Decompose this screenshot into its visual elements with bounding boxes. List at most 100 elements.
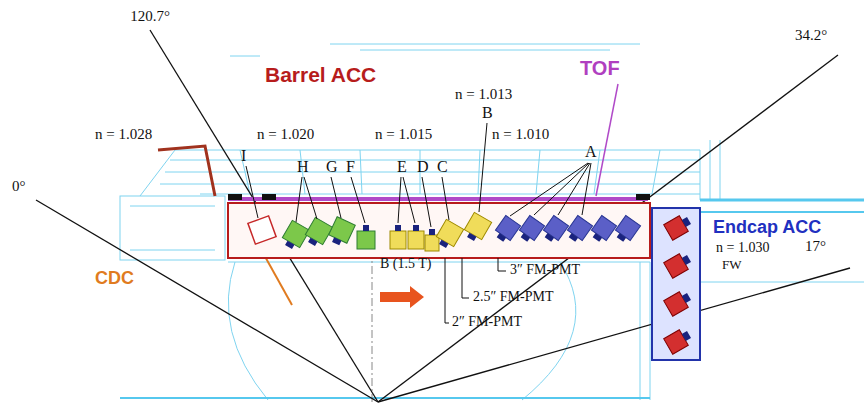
subsystem-title: Endcap ACC xyxy=(713,217,821,238)
subsystem-title: CDC xyxy=(95,268,134,289)
acc-module xyxy=(248,216,276,244)
detector-outline xyxy=(230,56,260,57)
acc-module xyxy=(545,233,554,242)
refractive-index: n = 1.013 xyxy=(455,86,512,103)
endcap-module xyxy=(682,293,691,303)
acc-module xyxy=(521,233,530,242)
subsystem-title: Barrel ACC xyxy=(265,63,376,87)
acc-module xyxy=(569,233,578,242)
module-letter: E xyxy=(397,158,407,176)
endcap-module xyxy=(682,217,691,227)
endcap-module xyxy=(682,331,691,341)
acc-module xyxy=(497,233,506,242)
acc-module xyxy=(303,217,333,249)
module-letter: F xyxy=(346,158,355,176)
tof-leader xyxy=(596,84,618,196)
support-pad xyxy=(262,194,276,200)
angle-line xyxy=(378,55,838,402)
acc-module xyxy=(285,241,294,249)
module-letter: H xyxy=(297,158,309,176)
acc-module xyxy=(357,231,375,249)
refractive-index: n = 1.020 xyxy=(257,126,314,143)
acc-module xyxy=(308,238,317,246)
acc-module xyxy=(517,215,545,244)
angle-label: 0° xyxy=(12,178,26,195)
detector-outline xyxy=(140,140,720,200)
leader-line xyxy=(442,177,449,220)
field-label: B (1.5 T) xyxy=(380,256,431,272)
refractive-index: n = 1.030 xyxy=(716,240,769,256)
support-pad xyxy=(228,194,242,200)
subsystem-title: TOF xyxy=(580,57,620,80)
leader-line xyxy=(582,163,591,215)
detector-outline xyxy=(700,199,864,202)
acc-module xyxy=(357,225,375,249)
angle-label: 34.2° xyxy=(795,27,827,44)
detector-outline xyxy=(360,50,610,51)
leader-line xyxy=(351,177,365,223)
leader-line xyxy=(246,166,258,218)
leader-line xyxy=(462,258,469,298)
acc-module xyxy=(248,216,276,244)
leader-line xyxy=(479,123,487,212)
acc-module xyxy=(395,225,401,231)
detector-outline xyxy=(130,206,215,250)
endcap-module xyxy=(664,289,694,317)
pmt-label: 2.5″ FM-PMT xyxy=(473,289,554,305)
angle-line xyxy=(36,30,850,402)
acc-module xyxy=(248,212,641,252)
acc-barrel-band xyxy=(228,203,650,258)
module-letter: C xyxy=(437,158,448,176)
module-letter: FW xyxy=(722,258,742,273)
leader-line xyxy=(246,123,591,323)
detector-outline xyxy=(640,262,650,400)
leader-line xyxy=(296,177,302,222)
endcap-module xyxy=(664,327,694,355)
leader-line xyxy=(422,177,431,227)
leader-line xyxy=(558,163,590,215)
endcap-module xyxy=(664,213,694,241)
module-letter: A xyxy=(585,143,597,161)
acc-module xyxy=(413,225,419,231)
detector-outline xyxy=(120,44,864,400)
acc-module xyxy=(613,215,641,244)
leader-line xyxy=(331,177,341,218)
acc-module xyxy=(280,220,310,252)
detector-outline xyxy=(700,211,864,213)
module-letter: I xyxy=(241,147,246,165)
acc-module xyxy=(493,215,521,244)
refractive-index: n = 1.010 xyxy=(492,126,549,143)
detector-outline xyxy=(330,44,640,45)
acc-module xyxy=(408,231,424,249)
detector-outline xyxy=(522,262,576,400)
acc-module xyxy=(589,215,617,244)
endcap-module xyxy=(682,255,691,265)
angle-label: 120.7° xyxy=(130,8,170,25)
pmt-label: 3″ FM-PMT xyxy=(510,262,580,278)
acc-module xyxy=(329,217,356,244)
detector-outline xyxy=(700,282,864,283)
detector-outline xyxy=(120,196,225,260)
leader-line xyxy=(304,177,317,219)
acc-module xyxy=(425,229,439,251)
acc-module xyxy=(390,225,406,249)
acc-module xyxy=(565,215,593,244)
module-letter: B xyxy=(482,104,493,122)
leader-line xyxy=(534,163,589,215)
acc-endcap-box xyxy=(652,208,700,360)
leader-line xyxy=(498,258,506,271)
support-pad xyxy=(636,194,650,200)
leader-line xyxy=(398,177,401,223)
acc-module xyxy=(429,229,435,235)
leader-line xyxy=(510,163,588,216)
leader-line xyxy=(445,258,449,323)
leader-line xyxy=(403,177,415,223)
acc-module xyxy=(439,240,448,248)
support-structure xyxy=(158,146,215,196)
angle-label: 17° xyxy=(805,238,826,255)
field-axis xyxy=(372,250,373,402)
acc-module xyxy=(332,237,341,245)
acc-module xyxy=(390,231,406,249)
